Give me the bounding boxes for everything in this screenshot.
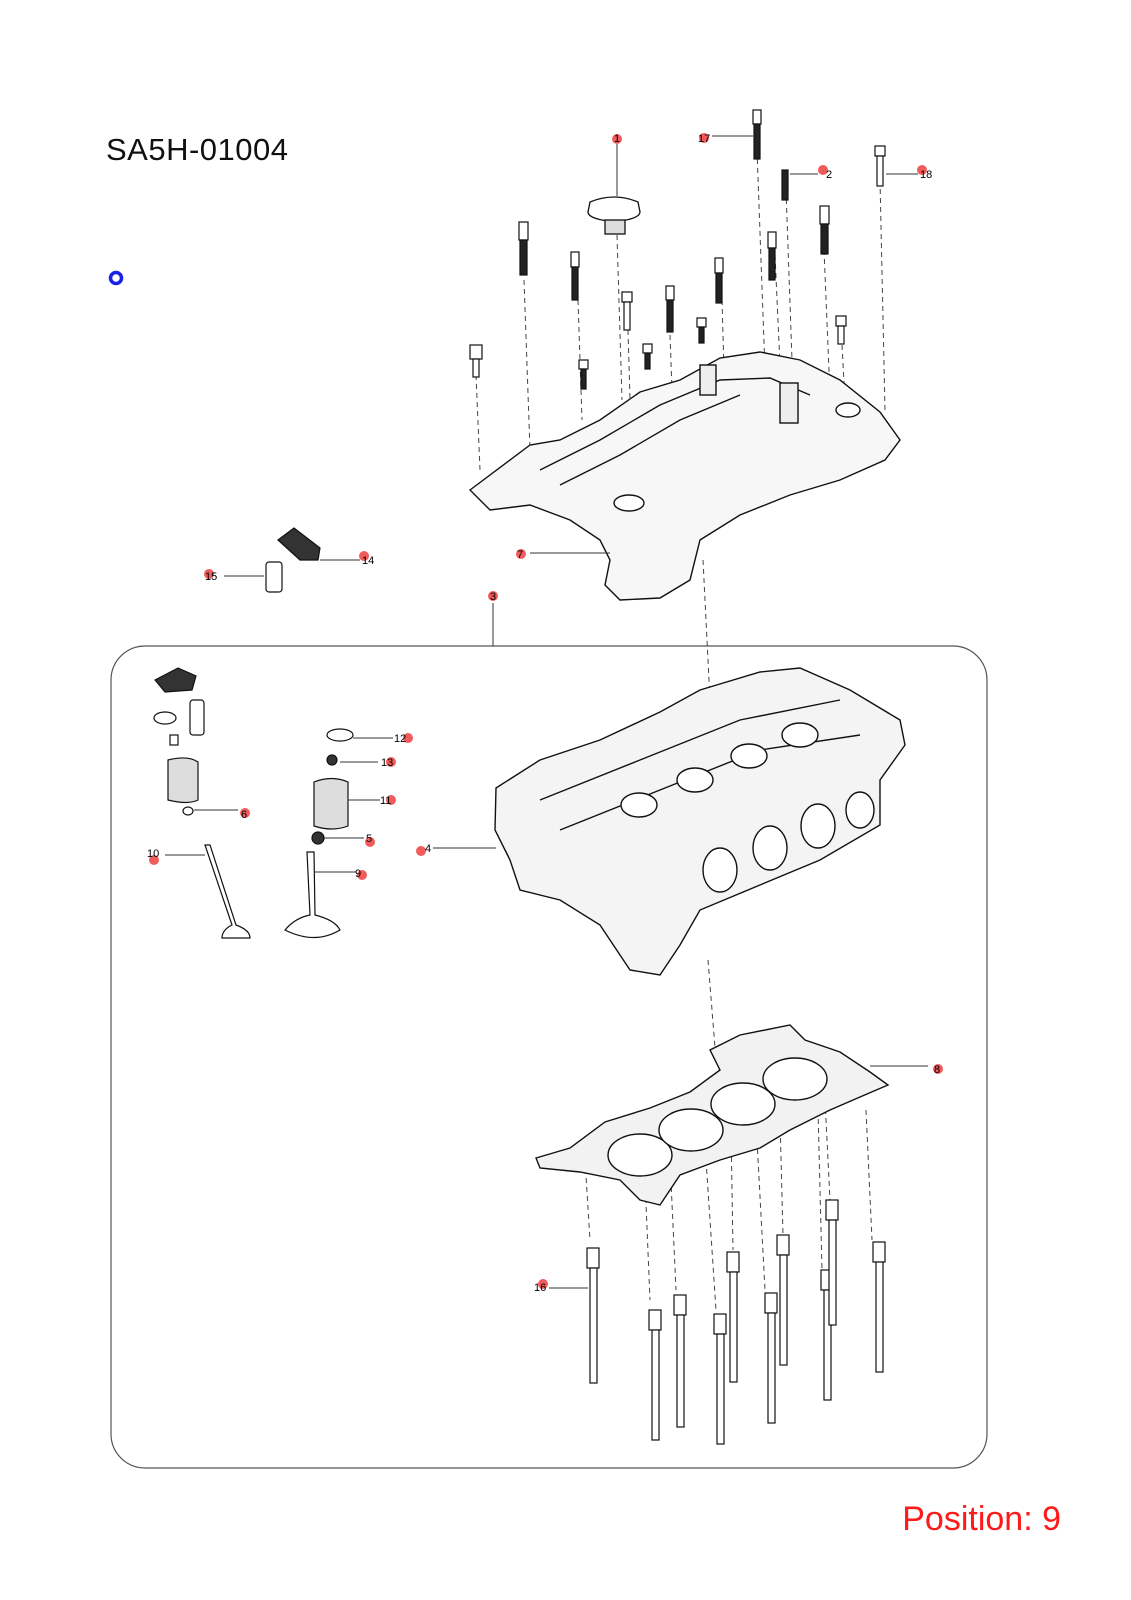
valve-cover: [468, 351, 901, 601]
svg-text:18: 18: [920, 169, 932, 181]
svg-text:5: 5: [366, 833, 372, 845]
callout-14[interactable]: 14: [320, 551, 374, 567]
svg-text:8: 8: [934, 1064, 940, 1076]
head-gasket: [535, 1024, 890, 1206]
callout-15[interactable]: 15: [204, 569, 264, 583]
svg-text:17: 17: [698, 133, 710, 145]
rocker-arm-assembly: [265, 527, 321, 593]
svg-text:14: 14: [362, 555, 374, 567]
bolt-18: [874, 145, 886, 187]
svg-text:12: 12: [394, 733, 406, 745]
callout-8[interactable]: 8: [870, 1064, 943, 1076]
callout-9[interactable]: 9: [315, 868, 367, 880]
gasket-bore-2: [658, 1108, 724, 1152]
gasket-bore-1: [607, 1133, 673, 1177]
svg-text:9: 9: [355, 868, 361, 880]
svg-text:4: 4: [425, 843, 431, 855]
callout-17[interactable]: 17: [698, 133, 753, 145]
callouts: 1 2 3 4 5 6 7 8 9 10 11 12 13 14 15 16 1…: [147, 133, 943, 1294]
callout-18[interactable]: 18: [886, 165, 932, 181]
svg-text:15: 15: [205, 571, 217, 583]
bolt-17: [752, 109, 762, 160]
callout-2[interactable]: 2: [790, 165, 832, 181]
svg-text:2: 2: [826, 169, 832, 181]
callout-5[interactable]: 5: [324, 833, 375, 847]
oil-filler-cap: [587, 196, 641, 235]
svg-text:10: 10: [147, 848, 159, 860]
callout-7[interactable]: 7: [516, 549, 610, 561]
blue-ring-marker-icon: [108, 270, 124, 286]
position-indicator: Position: 9: [902, 1500, 1061, 1538]
cylinder-head: [494, 667, 906, 976]
valve-components: [153, 667, 354, 939]
gasket-bore-3: [710, 1082, 776, 1126]
gasket-bore-4: [762, 1057, 828, 1101]
svg-text:1: 1: [614, 133, 620, 145]
callout-10[interactable]: 10: [147, 848, 205, 865]
svg-text:7: 7: [517, 549, 523, 561]
svg-text:16: 16: [534, 1282, 546, 1294]
svg-text:13: 13: [381, 757, 393, 769]
callout-11[interactable]: 11: [348, 795, 396, 807]
stud-2: [781, 169, 789, 201]
callout-12[interactable]: 12: [353, 733, 413, 745]
callout-16[interactable]: 16: [534, 1279, 588, 1294]
callout-6[interactable]: 6: [194, 808, 250, 821]
head-bolts: [586, 1199, 886, 1445]
sub-assembly-frame: [110, 645, 988, 1469]
callout-1[interactable]: 1: [612, 133, 622, 196]
callout-13[interactable]: 13: [340, 757, 396, 769]
svg-text:11: 11: [380, 795, 391, 807]
callout-3[interactable]: 3: [488, 591, 498, 603]
callout-4[interactable]: 4: [416, 843, 496, 856]
page-title: SA5H-01004: [106, 132, 289, 167]
cover-bolts: [469, 109, 886, 390]
svg-text:3: 3: [490, 591, 496, 603]
svg-text:6: 6: [241, 809, 247, 821]
